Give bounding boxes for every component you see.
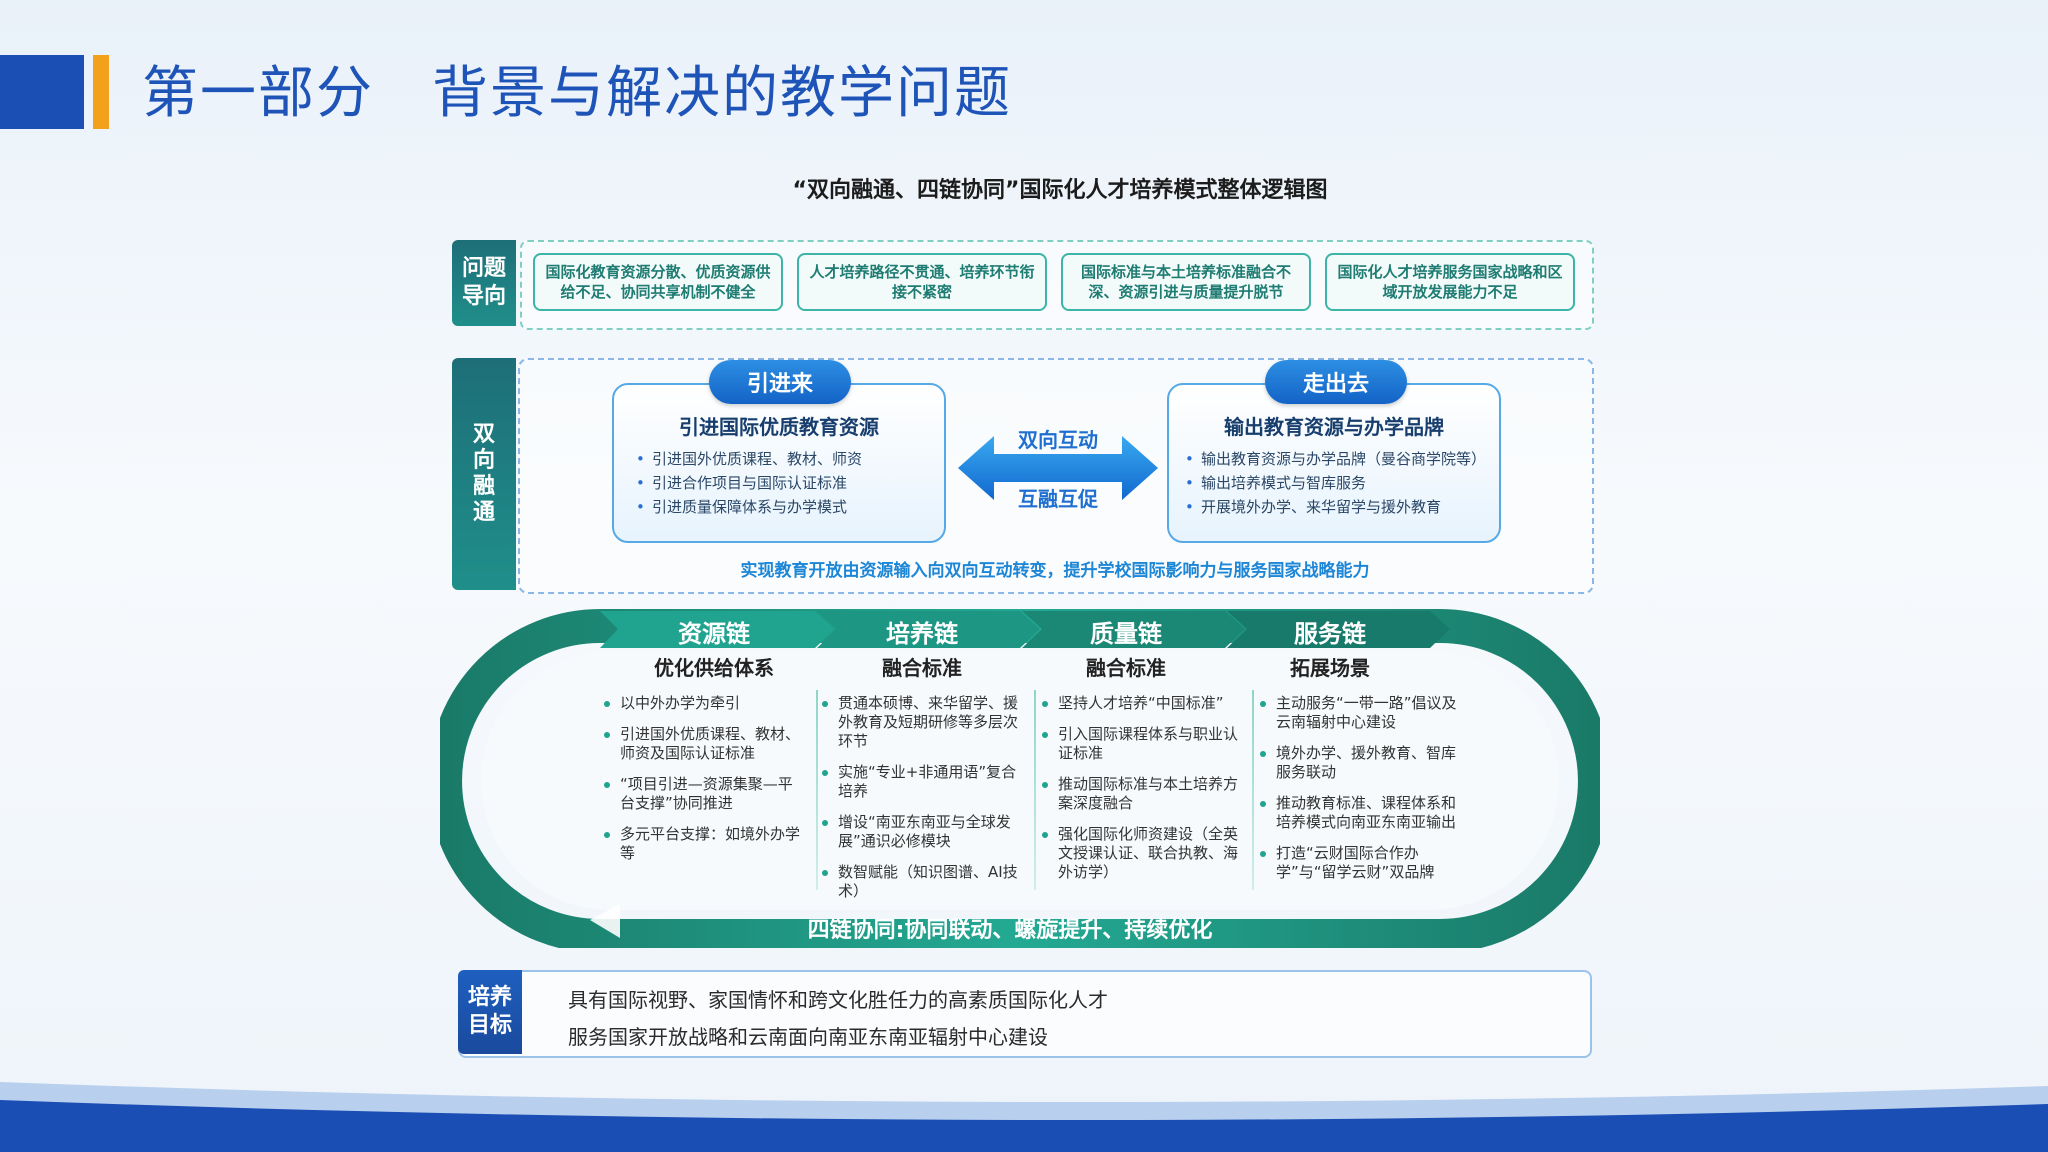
header-orange-bar [93,55,109,129]
go-out-pill: 走出去 [1265,360,1407,404]
chain-title-training: 融合标准 [882,656,962,680]
go-out-list: 输出教育资源与办学品牌（曼谷商学院等） 输出培养模式与智库服务 开展境外办学、来… [1185,447,1486,519]
list-item: 强化国际化师资建设（全英文授课认证、联合执教、海外访学） [1042,825,1242,882]
list-item: 推动教育标准、课程体系和培养模式向南亚东南亚输出 [1260,794,1470,832]
header-blue-block [0,55,84,129]
list-item: 境外办学、援外教育、智库服务联动 [1260,744,1470,782]
list-item: 多元平台支撑：如境外办学等 [604,825,804,863]
page-title: 第一部分 背景与解决的教学问题 [142,61,1012,126]
chain-column-training: 贯通本硕博、来华留学、援外教育及短期研修等多层次环节 实施“专业+非通用语”复合… [822,694,1022,913]
chain-name-quality: 质量链 [1090,620,1162,648]
list-item: 数智赋能（知识图谱、AI技术） [822,863,1022,901]
chain-loop-graphic [440,609,1600,948]
list-item: 实施“专业+非通用语”复合培养 [822,763,1022,801]
problem-item: 人才培养路径不贯通、培养环节衔接不紧密 [797,253,1047,311]
goal-line: 服务国家开放战略和云南面向南亚东南亚辐射中心建设 [568,1025,1048,1049]
list-item: 贯通本硕博、来华留学、援外教育及短期研修等多层次环节 [822,694,1022,751]
list-item: “项目引进—资源集聚—平台支撑”协同推进 [604,775,804,813]
column-divider [1252,690,1254,890]
chain-column-service: 主动服务“一带一路”倡议及云南辐射中心建设 境外办学、援外教育、智库服务联动 推… [1260,694,1470,894]
list-item: 以中外办学为牵引 [604,694,804,713]
bring-in-title: 引进国际优质教育资源 [679,415,879,439]
list-item: 增设“南亚东南亚与全球发展”通识必修模块 [822,813,1022,851]
twoway-summary: 实现教育开放由资源输入向双向互动转变，提升学校国际影响力与服务国家战略能力 [740,561,1370,581]
go-out-card: 输出教育资源与办学品牌 输出教育资源与办学品牌（曼谷商学院等） 输出培养模式与智… [1167,383,1501,543]
bring-in-pill: 引进来 [709,360,851,404]
goal-section-box [458,970,1592,1058]
twoway-section-tag: 双向融通 [452,358,516,590]
list-item: 推动国际标准与本土培养方案深度融合 [1042,775,1242,813]
list-item: 输出培养模式与智库服务 [1185,471,1486,495]
goal-line: 具有国际视野、家国情怀和跨文化胜任力的高素质国际化人才 [568,988,1108,1012]
chain-title-service: 拓展场景 [1290,656,1370,680]
list-item: 引进国外优质课程、教材、师资及国际认证标准 [604,725,804,763]
loop-label: 四链协同:协同联动、螺旋提升、持续优化 [807,918,1213,943]
list-item: 主动服务“一带一路”倡议及云南辐射中心建设 [1260,694,1470,732]
list-item: 输出教育资源与办学品牌（曼谷商学院等） [1185,447,1486,471]
double-arrow-icon [958,436,1158,500]
problem-section-tag: 问题导向 [452,240,516,326]
problem-item: 国际标准与本土培养标准融合不深、资源引进与质量提升脱节 [1061,253,1311,311]
bring-in-list: 引进国外优质课程、教材、师资 引进合作项目与国际认证标准 引进质量保障体系与办学… [636,447,862,519]
list-item: 引入国际课程体系与职业认证标准 [1042,725,1242,763]
column-divider [816,690,818,890]
problem-item: 国际化人才培养服务国家战略和区域开放发展能力不足 [1325,253,1575,311]
chain-name-resource: 资源链 [678,620,750,648]
goal-section-tag: 培养目标 [458,970,522,1054]
column-divider [1034,690,1036,890]
list-item: 引进合作项目与国际认证标准 [636,471,862,495]
arrow-top-label: 双向互动 [1018,428,1098,452]
diagram-subtitle: “双向融通、四链协同”国际化人才培养模式整体逻辑图 [792,178,1328,203]
list-item: 开展境外办学、来华留学与援外教育 [1185,495,1486,519]
list-item: 引进质量保障体系与办学模式 [636,495,862,519]
chain-name-training: 培养链 [886,620,958,648]
chain-title-quality: 融合标准 [1086,656,1166,680]
problem-item: 国际化教育资源分散、优质资源供给不足、协同共享机制不健全 [533,253,783,311]
chain-title-resource: 优化供给体系 [654,656,774,680]
chain-column-resource: 以中外办学为牵引 引进国外优质课程、教材、师资及国际认证标准 “项目引进—资源集… [604,694,804,875]
bottom-wave-decoration [0,1082,2048,1152]
arrow-bottom-label: 互融互促 [1018,487,1098,511]
chain-column-quality: 坚持人才培养“中国标准” 引入国际课程体系与职业认证标准 推动国际标准与本土培养… [1042,694,1242,894]
list-item: 坚持人才培养“中国标准” [1042,694,1242,713]
chain-name-service: 服务链 [1294,620,1366,648]
bring-in-card: 引进国际优质教育资源 引进国外优质课程、教材、师资 引进合作项目与国际认证标准 … [612,383,946,543]
list-item: 打造“云财国际合作办学”与“留学云财”双品牌 [1260,844,1470,882]
list-item: 引进国外优质课程、教材、师资 [636,447,862,471]
go-out-title: 输出教育资源与办学品牌 [1224,415,1444,439]
